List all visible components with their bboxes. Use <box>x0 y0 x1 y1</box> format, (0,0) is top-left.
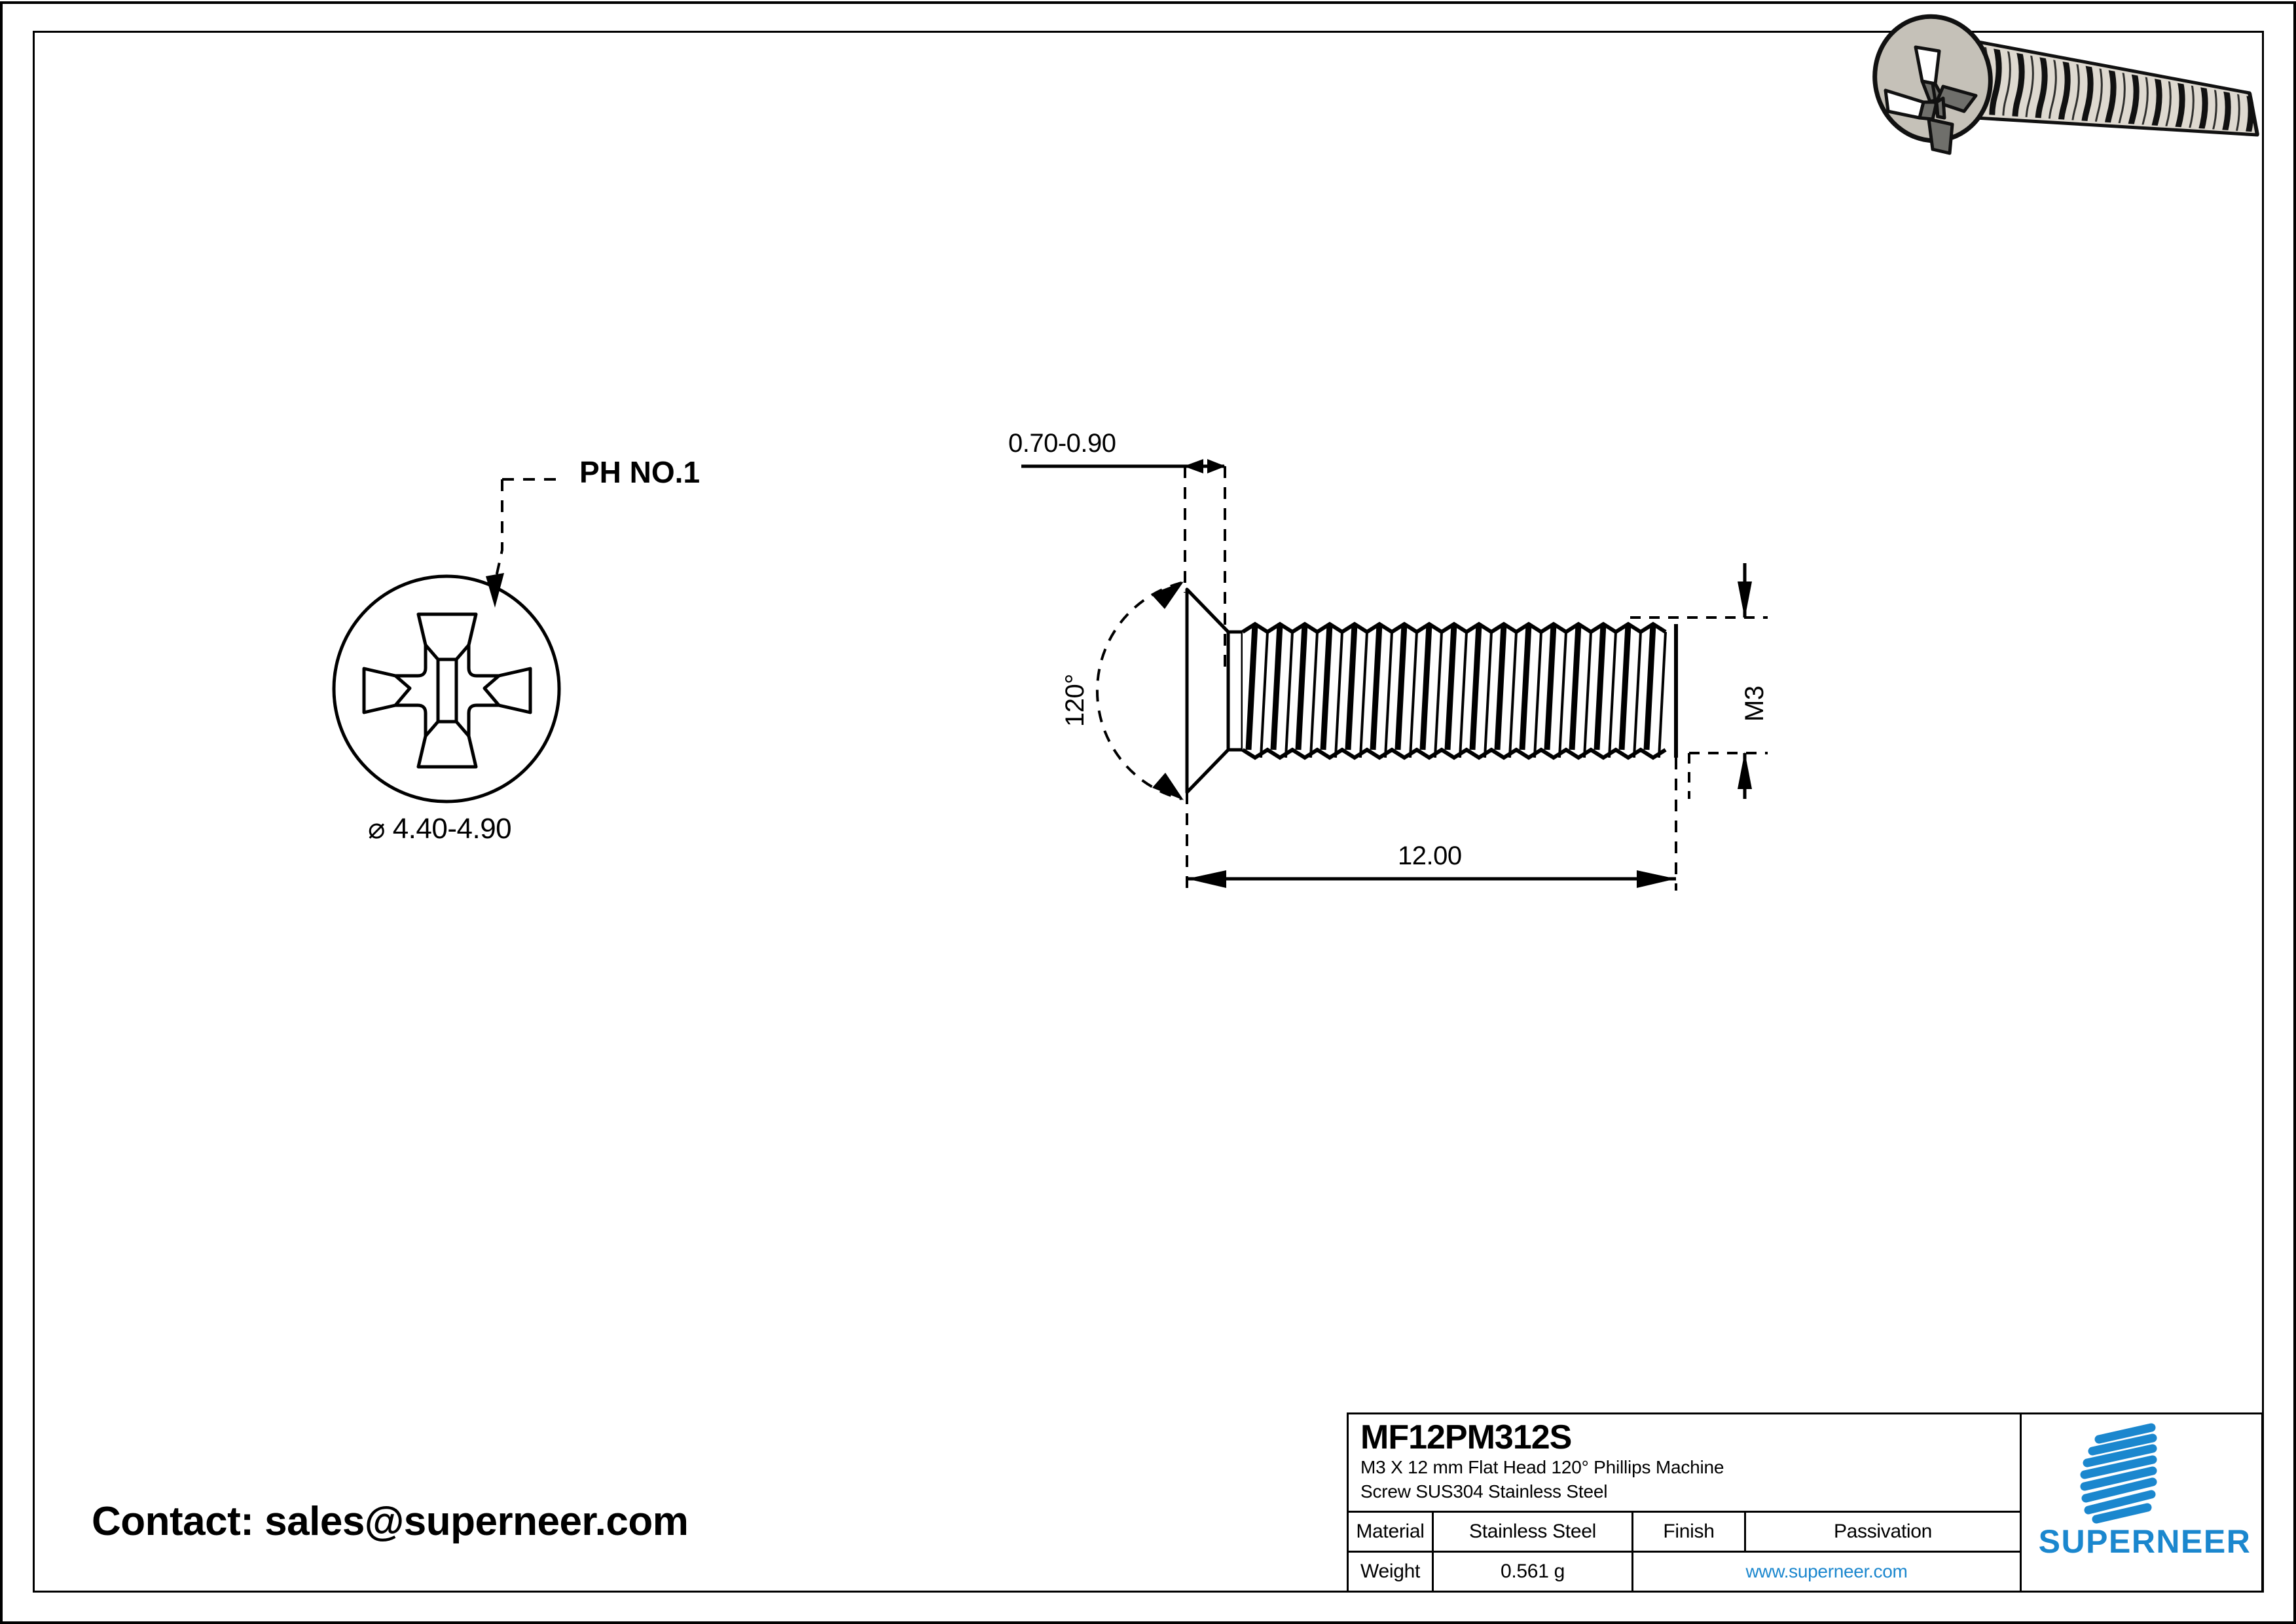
length-dimension-line <box>1187 870 1676 888</box>
screw-head-profile <box>1185 587 1230 794</box>
head-outline-circle <box>332 574 561 803</box>
threaded-shank <box>1241 621 1678 760</box>
head-angle-dimension <box>1095 581 1184 800</box>
material-value: Stainless Steel <box>1434 1513 1633 1551</box>
finish-label: Finish <box>1633 1513 1746 1551</box>
front-view: PH NO.1 ⌀ 4.40-4.90 <box>332 445 812 904</box>
drawing-frame <box>33 31 2264 1593</box>
head-thickness-dimension <box>1021 459 1226 473</box>
weight-value: 0.561 g <box>1434 1553 1633 1591</box>
material-label: Material <box>1349 1513 1434 1551</box>
side-view: 0.70-0.90 120° 12.00 <box>1008 393 1678 917</box>
title-block-description: MF12PM312S M3 X 12 mm Flat Head 120° Phi… <box>1349 1414 2020 1513</box>
head-angle-label: 120° <box>1061 674 1089 727</box>
contact-text: Contact: sales@superneer.com <box>92 1499 689 1544</box>
website-link[interactable]: www.superneer.com <box>1745 1561 1908 1581</box>
ph-callout-arrowhead <box>486 573 504 608</box>
length-dimension-label: 12.00 <box>1398 841 1462 870</box>
table-row: Material Stainless Steel Finish Passivat… <box>1349 1513 2020 1553</box>
diameter-dimension-label: ⌀ 4.40-4.90 <box>368 813 512 845</box>
head-thickness-label: 0.70-0.90 <box>1008 429 1116 458</box>
screw-3d-render <box>1859 13 2278 164</box>
title-block: MF12PM312S M3 X 12 mm Flat Head 120° Phi… <box>1347 1412 2263 1593</box>
ph-callout-label: PH NO.1 <box>579 455 701 489</box>
title-block-info: MF12PM312S M3 X 12 mm Flat Head 120° Phi… <box>1349 1414 2022 1591</box>
thread-dimension-label: M3 <box>1740 686 1769 722</box>
brand-logo-panel: SUPERNEER <box>2022 1414 2261 1591</box>
superneer-logo-icon <box>2079 1422 2171 1524</box>
description-line-2: Screw SUS304 Stainless Steel <box>1360 1481 1608 1502</box>
phillips-recess-3d <box>1884 45 1978 155</box>
brand-name: SUPERNEER <box>2038 1523 2251 1560</box>
weight-label: Weight <box>1349 1553 1434 1591</box>
shank-collar <box>1228 630 1245 752</box>
phillips-recess-2d <box>362 612 532 769</box>
description-line-1: M3 X 12 mm Flat Head 120° Phillips Machi… <box>1360 1456 1724 1477</box>
thread-dimension: M3 <box>1624 537 1833 799</box>
ph-callout-leader <box>494 478 556 580</box>
table-row: Weight 0.561 g www.superneer.com <box>1349 1553 2020 1591</box>
part-number: MF12PM312S <box>1360 1418 1572 1456</box>
finish-value: Passivation <box>1833 1521 1933 1542</box>
